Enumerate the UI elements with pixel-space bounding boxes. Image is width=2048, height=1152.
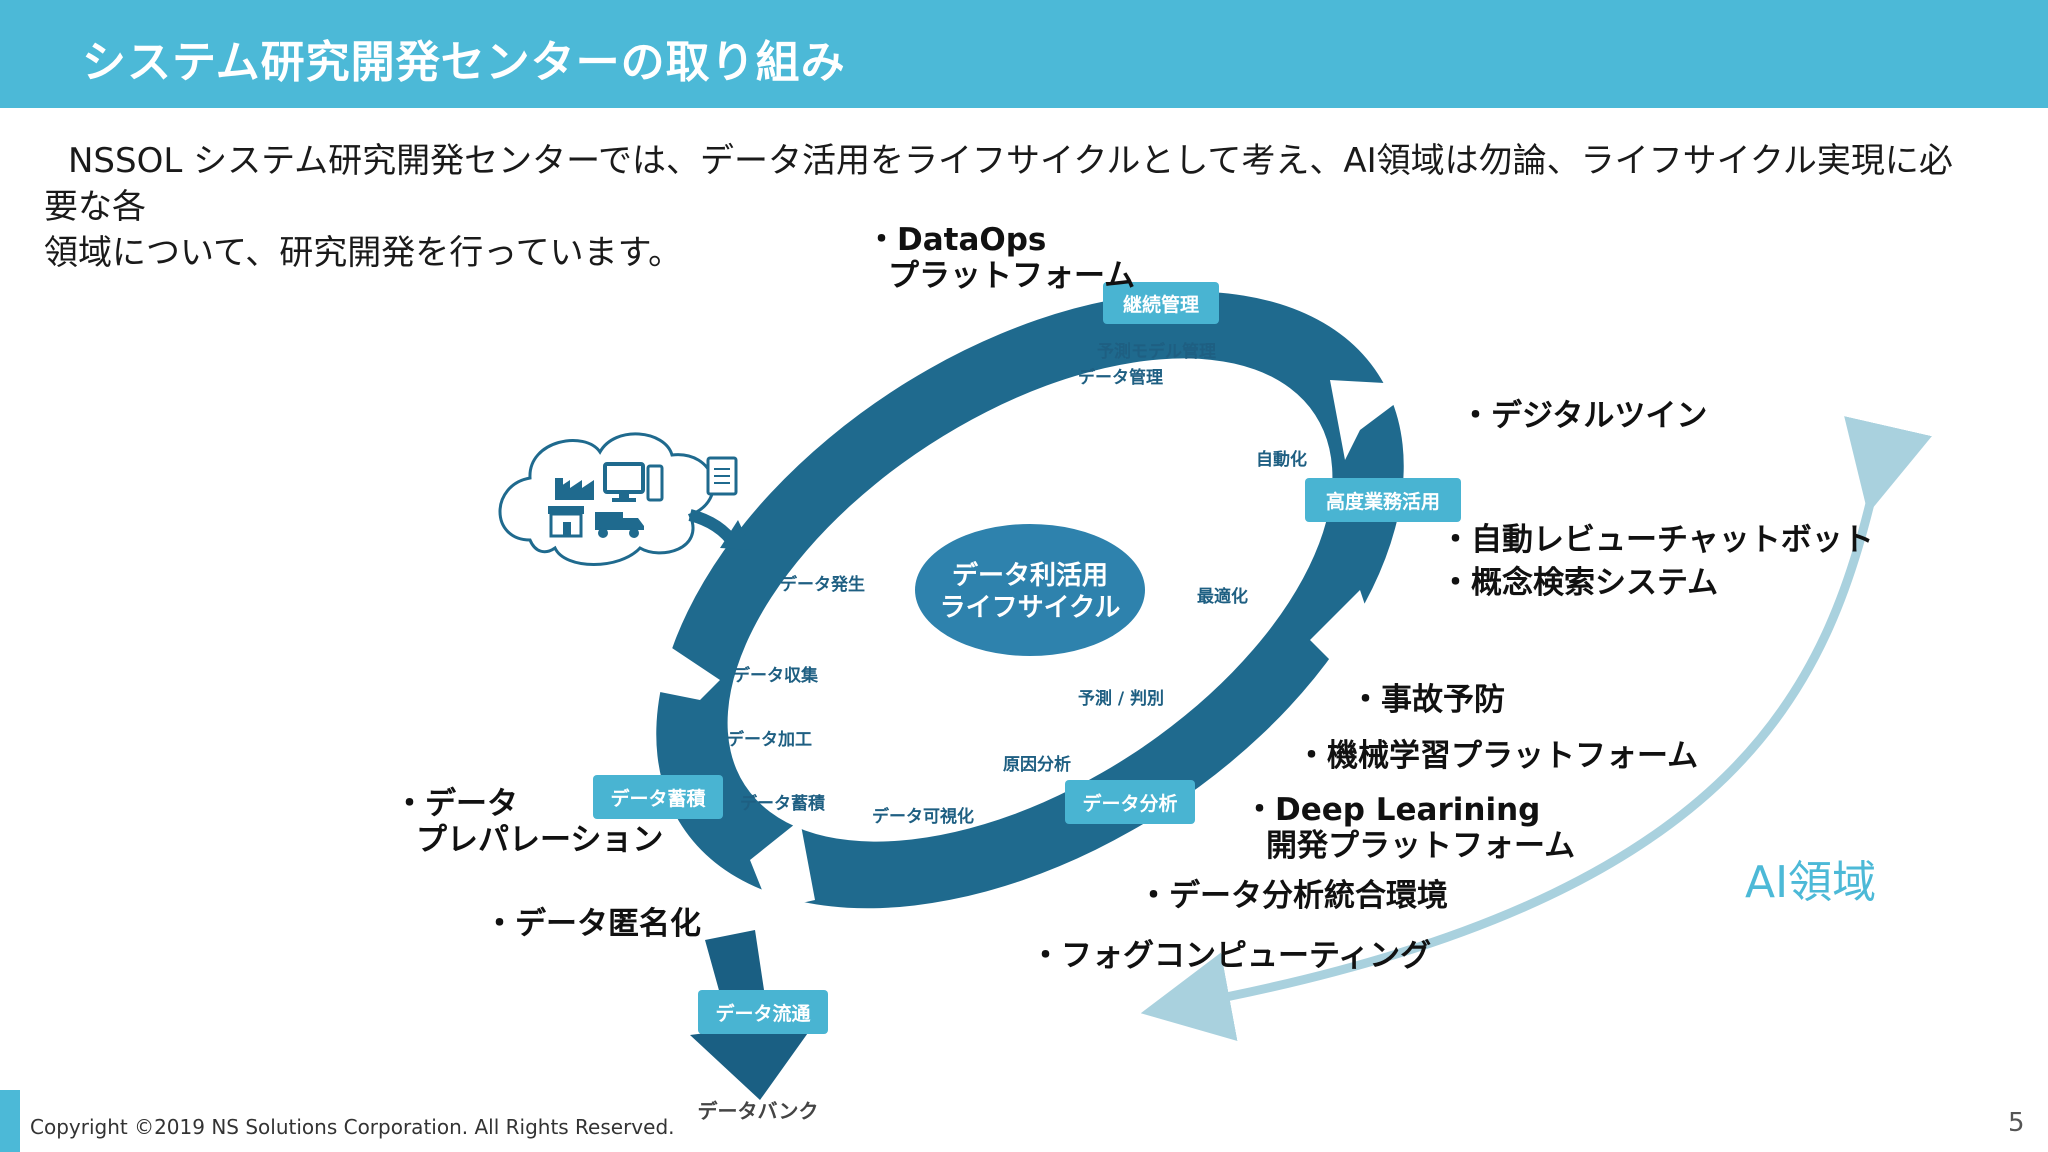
intro-line-1: NSSOL システム研究開発センターでは、データ活用をライフサイクルとして考え、…	[44, 141, 1953, 227]
stage-tag-koudo: 高度業務活用	[1305, 478, 1461, 522]
store-icon	[548, 506, 584, 538]
truck-icon	[595, 512, 644, 538]
document-icon	[706, 456, 738, 496]
bullet-review-chatbot: ・自動レビューチャットボット	[1440, 522, 1874, 558]
center-oval	[915, 524, 1145, 656]
stage-tag-bunseki: データ分析	[1065, 780, 1195, 824]
intro-text: NSSOL システム研究開発センターでは、データ活用をライフサイクルとして考え、…	[44, 138, 1984, 276]
bullet-dl-platform: ・Deep Learining 開発プラットフォーム	[1244, 792, 1576, 864]
page-title: システム研究開発センターの取り組み	[82, 37, 846, 88]
svg-text:高度業務活用: 高度業務活用	[1326, 490, 1440, 513]
label-gen-in: 原因分析	[1003, 754, 1071, 775]
center-label-2: ライフサイクル	[940, 593, 1121, 623]
stage-tag-ryutsu: データ流通	[698, 990, 828, 1034]
header-bar: システム研究開発センターの取り組み	[0, 0, 2048, 108]
phone-icon	[646, 464, 664, 502]
copyright-text: Copyright ©2019 NS Solutions Corporation…	[30, 1115, 675, 1139]
label-yosoku-hanbetsu: 予測 / 判別	[1078, 688, 1164, 709]
factory-icon	[555, 478, 594, 500]
bullet-prep: ・データ プレパレーション	[394, 786, 664, 858]
label-kakou: データ加工	[727, 729, 812, 750]
label-chikuseki-inner: データ蓄積	[740, 793, 826, 814]
bullet-accident: ・事故予防	[1350, 682, 1505, 718]
label-jidouka: 自動化	[1256, 449, 1307, 470]
label-data-kanri: データ管理	[1078, 367, 1163, 388]
bullet-ml-platform: ・機械学習プラットフォーム	[1296, 738, 1699, 774]
center-label-1: データ利活用	[952, 560, 1108, 591]
stage-tag-chikuseki: データ蓄積	[593, 775, 723, 819]
monitor-icon	[603, 462, 645, 502]
cloud-arrow-head	[720, 520, 752, 550]
label-yosoku-model: 予測モデル管理	[1097, 341, 1216, 362]
svg-text:データ蓄積: データ蓄積	[610, 787, 705, 810]
cloud-icon	[498, 432, 715, 566]
label-kashika: データ可視化	[872, 806, 974, 827]
label-hassei: データ発生	[780, 574, 865, 595]
label-data-bank: データバンク	[698, 1099, 819, 1123]
label-shushu: データ収集	[733, 665, 819, 686]
stage-tag-keizoku: 継続管理	[1103, 282, 1219, 324]
bullet-digital-twin: ・デジタルツイン	[1460, 398, 1708, 434]
ai-area-label: AI領域	[1745, 857, 1877, 908]
ai-area-arrow	[1140, 416, 1932, 1042]
bullet-concept-search: ・概念検索システム	[1440, 565, 1719, 601]
bullet-dataops: ・DataOps プラットフォーム	[866, 222, 1136, 294]
intro-line-2: 領域について、研究開発を行っています。	[44, 233, 683, 273]
page-number: 5	[2008, 1108, 2025, 1138]
svg-text:データ分析: データ分析	[1082, 792, 1177, 815]
bullet-fog: ・フォグコンピューティング	[1030, 938, 1432, 974]
bullet-anonymize: ・データ匿名化	[484, 906, 701, 942]
svg-text:データ流通: データ流通	[715, 1002, 811, 1025]
footer-accent	[0, 1090, 20, 1152]
bullet-analysis-env: ・データ分析統合環境	[1138, 878, 1448, 914]
svg-text:継続管理: 継続管理	[1123, 293, 1199, 316]
label-saitekika: 最適化	[1197, 586, 1248, 607]
